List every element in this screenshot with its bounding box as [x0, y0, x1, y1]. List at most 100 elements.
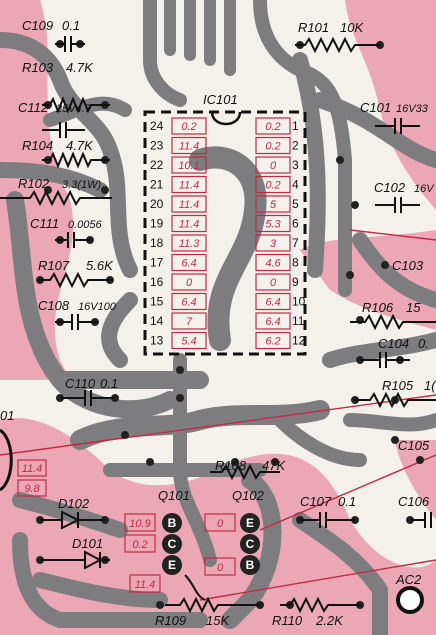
q102-pin-letters: ECB	[246, 516, 255, 572]
ic101-pin-24-voltage-box	[171, 117, 207, 135]
ic101-pin-15-voltage-box	[171, 292, 207, 311]
r107-value: 5.6K	[86, 258, 114, 273]
ic101-pin-20-voltage: 11.4	[179, 199, 200, 211]
c112-ref: C112	[18, 100, 49, 115]
ic101-pin-16-voltage-box	[171, 273, 207, 291]
c104-symbol	[360, 352, 410, 368]
ic101-pin-8-voltage-box	[255, 253, 291, 272]
r109-ref: R109	[155, 613, 186, 628]
q101-e-voltage: 11.4	[135, 579, 156, 591]
ic101-pin-3-voltage-box	[255, 156, 291, 174]
r109-symbol	[165, 596, 260, 614]
c111-value: 0.0056	[68, 219, 103, 231]
component-symbols	[0, 36, 436, 614]
ic101-pin-9-voltage: 0	[270, 277, 277, 289]
ic101-pin-5-voltage: 5	[270, 199, 277, 211]
component-labels: IC101 C109 0.1 R101 10K R103 4.7K C112 2…	[0, 18, 436, 628]
q101-lead	[184, 574, 206, 601]
c108-ref: C108	[38, 298, 70, 313]
r102-value: 3.3(1W)	[62, 179, 101, 191]
ic101-pin-7-voltage-box	[255, 234, 291, 252]
ic101-pin-2-number: 2	[292, 139, 299, 153]
ic101-pin-16-voltage: 0	[186, 277, 193, 289]
r101-ref: R101	[298, 20, 329, 35]
r105-symbol	[355, 391, 436, 409]
c106-symbol	[410, 512, 432, 528]
ic101-pin-23-voltage-box	[171, 136, 207, 155]
ic101-pin-7-number: 7	[292, 236, 299, 250]
c109-ref: C109	[22, 18, 53, 33]
c101-symbol	[375, 118, 420, 134]
q102-pin-c: C	[246, 537, 255, 551]
r103-symbol	[42, 96, 110, 114]
ic101-pin-11-voltage-box	[255, 312, 291, 330]
c106-ref: C106	[398, 494, 430, 509]
ic101-pin-10-voltage: 6.4	[265, 297, 280, 309]
ic101-pin-22-voltage-box	[171, 156, 207, 174]
r105-value: 1(	[424, 378, 436, 393]
c112-value: 25V4.7	[55, 103, 92, 115]
c104-ref: C104	[378, 336, 409, 351]
c109-symbol	[55, 36, 85, 52]
ic101-pin-21-voltage-box	[171, 175, 207, 194]
c110-symbol	[60, 390, 115, 406]
c109-value: 0.1	[62, 18, 80, 33]
ic101-pin-18-voltage: 11.3	[179, 238, 200, 250]
c105-ref: C105	[398, 438, 430, 453]
ic101-pin-17-voltage-box	[171, 253, 207, 272]
ic101-pin-24-voltage: 0.2	[181, 121, 196, 133]
ic101-pin-22-voltage: 10.1	[178, 160, 199, 172]
ic101-pin-1-voltage-box	[255, 117, 291, 135]
r102-ref: R102	[18, 176, 50, 191]
ic101-pin-17-number: 17	[150, 256, 164, 270]
c101-value: 16V33	[396, 103, 429, 115]
ic101-pin-21-number: 21	[150, 178, 164, 192]
ic101-pin-20-voltage-box	[171, 195, 207, 213]
r103-value: 4.7K	[66, 60, 94, 75]
ic101-pin-10-number: 10	[292, 295, 306, 309]
ic101-outline	[143, 110, 307, 356]
ic101-pin-5-number: 5	[292, 197, 299, 211]
ic101-pin-23-number: 23	[150, 139, 164, 153]
r102-symbol	[0, 189, 112, 207]
r108-symbol	[210, 463, 280, 481]
ic101-pin-9-number: 9	[292, 275, 299, 289]
ic101-right-pin-column: 10.220.23040.25565.37384.690106.4116.412…	[255, 117, 306, 350]
ic101-pin-19-number: 19	[150, 217, 164, 231]
ic101-pin-8-voltage: 4.6	[265, 258, 281, 270]
edge-voltage-2: 9.8	[24, 483, 40, 495]
ic101-pin-12-number: 12	[292, 334, 306, 348]
ic101-pin-6-number: 6	[292, 217, 299, 231]
c110-ref: C110	[65, 376, 96, 391]
ic101-pin-16-number: 16	[150, 275, 164, 289]
d102-symbol	[40, 510, 105, 530]
q102-b-voltage: 0	[217, 562, 224, 574]
c107-value: 0.1	[338, 494, 356, 509]
ic101-pin-17-voltage: 6.4	[181, 258, 196, 270]
d101-ref: D101	[72, 536, 103, 551]
r110-value: 2.2K	[315, 613, 344, 628]
ic101-label: IC101	[203, 92, 238, 107]
c107-ref: C107	[300, 494, 332, 509]
ic101-pin-23-voltage: 11.4	[179, 141, 200, 153]
red-jumpers	[0, 229, 436, 601]
ic101-pin-4-voltage-box	[255, 175, 291, 194]
c101-ref: C101	[360, 100, 391, 115]
r101-symbol	[295, 36, 380, 54]
ic101-pin-13-voltage: 5.4	[181, 336, 196, 348]
c112-symbol	[42, 122, 85, 138]
ic101-pin-10-voltage-box	[255, 292, 291, 311]
q101-pin-e: E	[168, 558, 176, 572]
c108-symbol	[55, 314, 98, 330]
transistor-voltage-boxes: 10.9 0.2 11.4 0 0 11.4 9.8	[17, 459, 236, 593]
ic101-pin-7-voltage: 3	[270, 238, 277, 250]
ic101-pin-14-voltage: 7	[186, 316, 193, 328]
ic101-pin-12-voltage: 6.2	[265, 336, 280, 348]
q101-pin-b: B	[168, 516, 177, 530]
r101-value: 10K	[340, 20, 364, 35]
c102-value: 16V	[414, 183, 435, 195]
q102-pin-e: E	[246, 516, 254, 530]
edge-ref: 01	[0, 408, 14, 423]
